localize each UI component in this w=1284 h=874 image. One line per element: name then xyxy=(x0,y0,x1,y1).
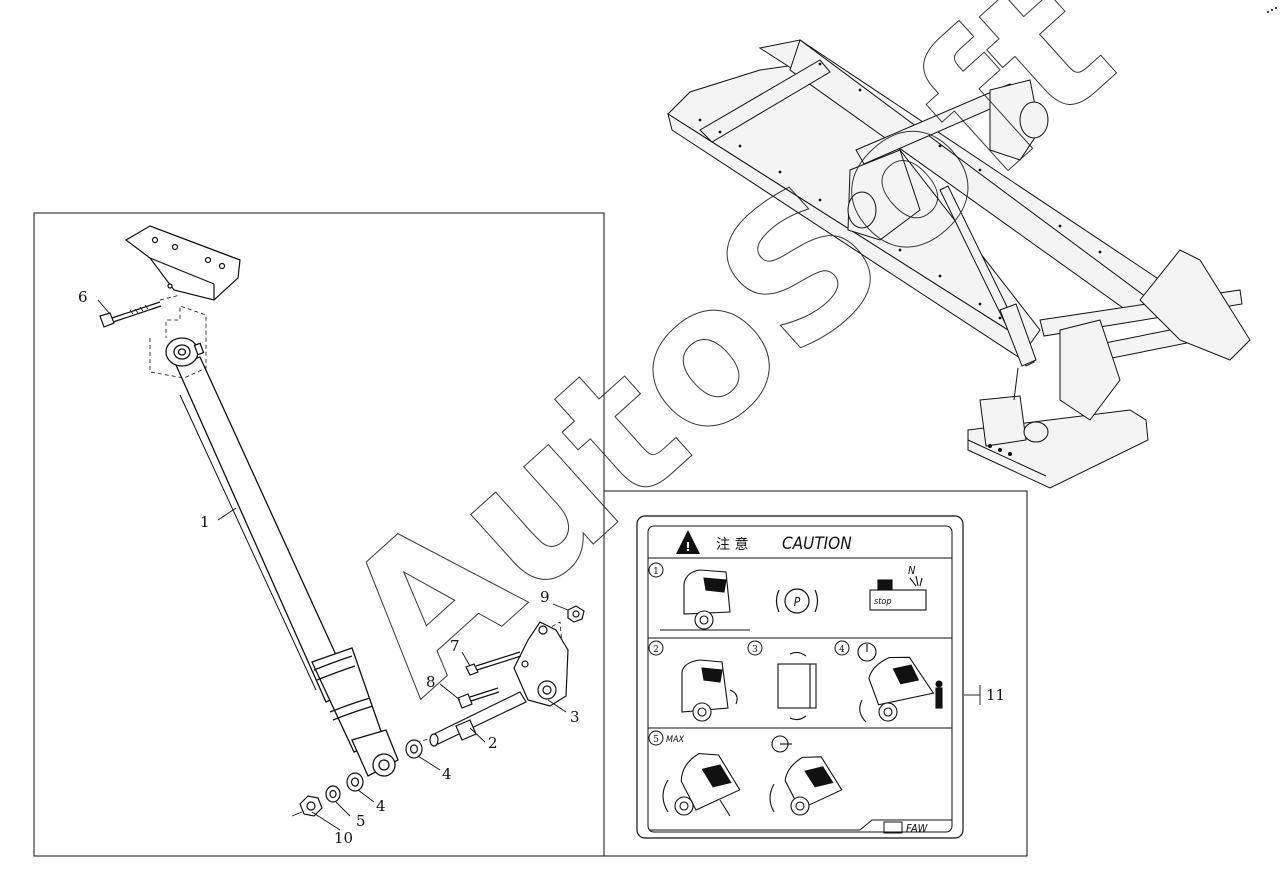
bolt-7 xyxy=(465,651,522,676)
callout-2: 2 xyxy=(488,734,498,752)
step-3-number: 3 xyxy=(752,645,758,655)
callout-3: 3 xyxy=(570,708,580,726)
callout-10: 10 xyxy=(334,829,353,847)
cab-tilt-icon xyxy=(859,656,943,723)
cab-lock-icon xyxy=(681,659,738,722)
step-1-number: 1 xyxy=(653,567,659,577)
neutral-label: N xyxy=(908,564,916,577)
engine-stop-icon xyxy=(869,575,927,611)
step-5-number: 5 xyxy=(653,735,659,745)
step-2-number: 2 xyxy=(653,645,659,655)
callout-11: 11 xyxy=(986,686,1005,704)
lever-icon xyxy=(771,735,792,753)
washer-4-upper xyxy=(405,739,423,759)
caution-heading-en: CAUTION xyxy=(782,534,852,554)
gauge-icon xyxy=(857,642,877,662)
door-close-icon xyxy=(777,651,817,721)
callout-7: 7 xyxy=(450,637,460,655)
brand-box xyxy=(883,821,903,834)
parking-brake-icon xyxy=(775,588,819,614)
step-4-number: 4 xyxy=(839,645,845,655)
callout-4a: 4 xyxy=(442,765,452,783)
pivot-pin xyxy=(429,691,527,747)
cab-lower-icon xyxy=(769,756,843,816)
svg-text:!: ! xyxy=(685,540,690,554)
park-label: P xyxy=(794,595,801,609)
corner-mark xyxy=(1267,7,1277,13)
caution-label: ! 注 意 CAUTION 1 P stop N 2 xyxy=(636,515,964,839)
upper-bracket xyxy=(124,225,241,301)
mounting-bolt xyxy=(99,301,162,328)
cab-down-icon xyxy=(660,569,750,631)
callout-1: 1 xyxy=(200,513,210,531)
caution-heading-cn: 注 意 xyxy=(716,536,748,553)
callout-9: 9 xyxy=(540,588,550,606)
nut-10 xyxy=(299,795,323,817)
brand-label: FAW xyxy=(906,822,929,835)
vehicle-frame xyxy=(667,39,1251,489)
tilt-cylinder xyxy=(165,337,399,777)
washer-5 xyxy=(325,785,341,803)
lower-bracket xyxy=(513,621,569,707)
callout-8: 8 xyxy=(426,673,436,691)
callouts: 1 2 3 4 4 5 6 7 8 9 10 11 xyxy=(78,288,1005,847)
max-label: MAX xyxy=(666,735,685,745)
bolt-8 xyxy=(457,687,500,709)
callout-5: 5 xyxy=(356,812,366,830)
stop-label: stop xyxy=(874,597,892,607)
exploded-view-panel xyxy=(33,212,1028,857)
washer-4-lower xyxy=(346,772,364,792)
leader-lines xyxy=(97,299,981,831)
cab-max-tilt-icon xyxy=(662,753,741,817)
frame-holes xyxy=(698,62,1102,456)
callout-6: 6 xyxy=(78,288,88,306)
nut-9 xyxy=(567,605,585,623)
callout-4b: 4 xyxy=(376,797,386,815)
warning-triangle-icon xyxy=(676,530,700,554)
